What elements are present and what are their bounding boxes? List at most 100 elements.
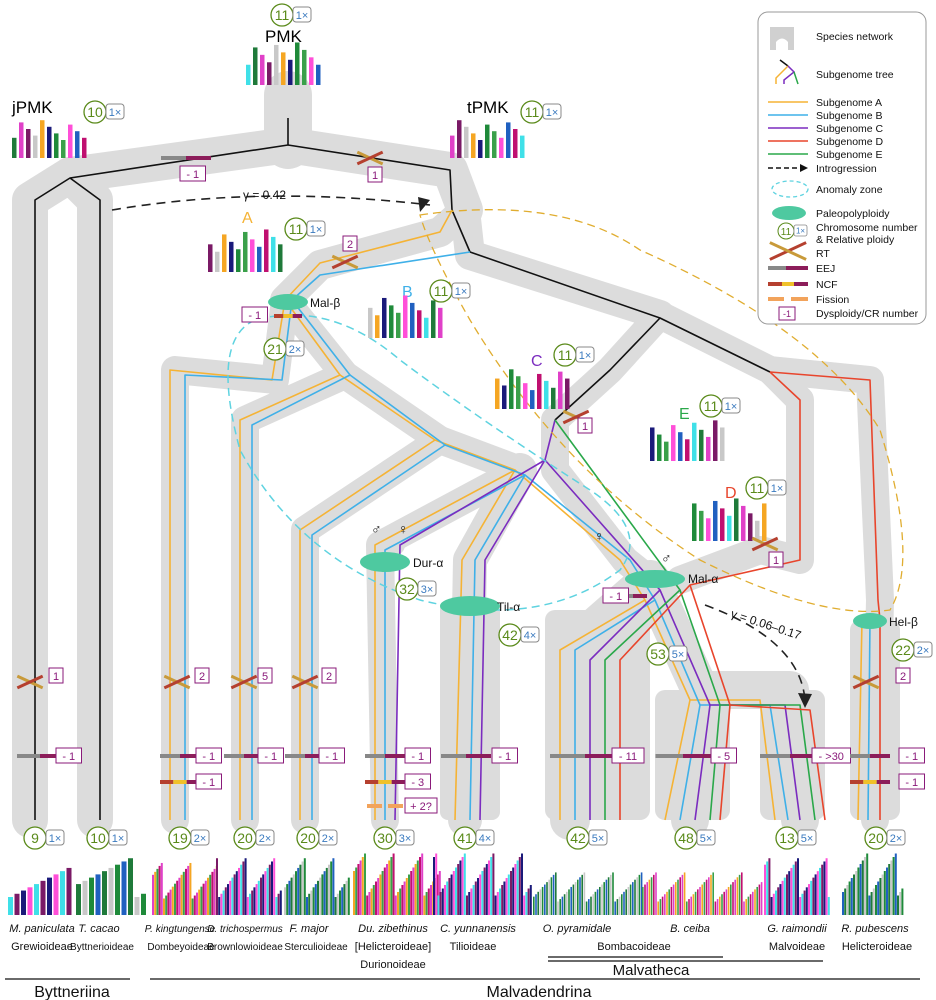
dysploidy-value: 2 (900, 671, 906, 683)
species-karyotype (433, 853, 532, 915)
chromosome-bar (875, 885, 877, 915)
chromosome-bar (431, 300, 436, 338)
dysploidy-box: - 11 (611, 747, 645, 764)
chrom-number: 21 (267, 341, 283, 357)
arrowhead-2 (798, 693, 812, 708)
dysploidy-box: - 1 (241, 306, 268, 323)
chromosome-bar (670, 886, 673, 915)
chromosome-bar (27, 887, 33, 915)
dysploidy-box: - 1 (179, 165, 206, 182)
karyotype-bars (650, 420, 725, 461)
chromosome-bar (405, 878, 408, 915)
chromosome-bar (141, 893, 146, 915)
chromosome-bar (768, 858, 771, 915)
chromosome-bar (490, 857, 493, 915)
chromosome-bar (699, 886, 701, 915)
sub-d-label: D (725, 485, 737, 502)
chromosome-bar (410, 871, 413, 915)
chromosome-bar (439, 892, 442, 915)
chromosome-bar (115, 864, 120, 915)
chromosome-bar (499, 137, 504, 158)
dysploidy-value: - 1 (905, 777, 918, 789)
chromosome-bar (452, 871, 455, 915)
chromosome-bar (249, 893, 251, 915)
chromosome-bar (169, 889, 172, 915)
chromosome-bar (786, 874, 788, 915)
chromosome-bar (664, 894, 666, 915)
chromosome-bar (758, 884, 761, 915)
rt-marker (852, 674, 880, 690)
chromosome-bar (565, 378, 570, 409)
chromosome-bar (189, 862, 192, 915)
chrom-number: 20 (237, 830, 253, 846)
chromosome-bar (306, 897, 308, 915)
chromosome-bar (389, 305, 394, 338)
chromosome-bar (246, 64, 251, 85)
ploidy-label: 2× (289, 344, 302, 356)
dysploidy-value: - 1 (498, 751, 511, 763)
chromosome-bar (309, 57, 314, 85)
chromosome-bar (158, 865, 161, 915)
species-name: D. trichospermus (207, 924, 283, 935)
chromosome-bar (520, 135, 525, 158)
dysploidy-value: - 1 (264, 751, 277, 763)
chromosome-bar (599, 886, 601, 915)
ploidy-label: 1× (109, 107, 122, 119)
chromosome-bar (879, 878, 882, 915)
chrom-number: 11 (275, 7, 290, 23)
chromosome-bar (461, 857, 464, 915)
chromosome-bar (653, 874, 655, 915)
chromosome-bar (714, 901, 717, 915)
chromosome-bar (550, 877, 553, 915)
chromosome-bar (171, 886, 174, 915)
chromosome-bar (95, 874, 101, 915)
chromosome-bar (741, 505, 746, 541)
dysploidy-value: 2 (347, 239, 353, 251)
chromosome-bar (207, 877, 209, 915)
chromosome-bar (514, 864, 517, 915)
chromosome-bar (605, 879, 608, 915)
chromosome-bar (634, 879, 636, 915)
legend-chrom: 11 (781, 227, 792, 238)
chromosome-bar (423, 895, 426, 915)
dysploidy-value: 5 (262, 671, 268, 683)
chromosome-bar (754, 889, 756, 915)
chromosome-bar (642, 886, 644, 915)
chromosome-bar (273, 858, 276, 915)
chromosome-bar (772, 893, 775, 915)
chromosome-bar (570, 886, 572, 915)
chromosome-bar (466, 895, 468, 915)
dysploidy-value: - 1 (186, 169, 199, 181)
introgression-arrows (111, 195, 806, 701)
chromosome-bar (623, 891, 625, 915)
chromosome-bar (401, 885, 404, 915)
chromosome-bar (463, 853, 466, 915)
dysploidy-box: - 1 (404, 747, 431, 764)
chromosome-bar (816, 871, 819, 915)
subgenome-tree-icon (775, 59, 799, 85)
chromosome-bar (257, 880, 260, 915)
chromosome-bar (868, 895, 871, 915)
chrom-number: 11 (289, 221, 304, 237)
chromosome-bar (176, 880, 179, 915)
chromosome-bar (748, 513, 753, 541)
chromosome-bar (632, 882, 634, 915)
dysploidy-value: 1 (582, 421, 588, 433)
chrom-number: 10 (87, 104, 103, 120)
chrom-number: 48 (678, 830, 694, 846)
chromosome-bar (347, 877, 350, 915)
chromosome-bar (657, 901, 659, 915)
chromosome-bar (509, 369, 514, 409)
ploidy-label: 5× (672, 649, 685, 661)
chromosome-bar (253, 47, 258, 85)
chromosome-bar (388, 860, 391, 915)
chromosome-bar (894, 853, 897, 915)
chromosome-bar (518, 857, 521, 915)
chromosome-bar (399, 888, 402, 915)
chromosome-bar (585, 901, 588, 915)
chrom-number: 19 (172, 830, 188, 846)
tpmk-label: tPMK (467, 98, 509, 117)
subfamily-label: Helicteroideae (842, 941, 912, 953)
